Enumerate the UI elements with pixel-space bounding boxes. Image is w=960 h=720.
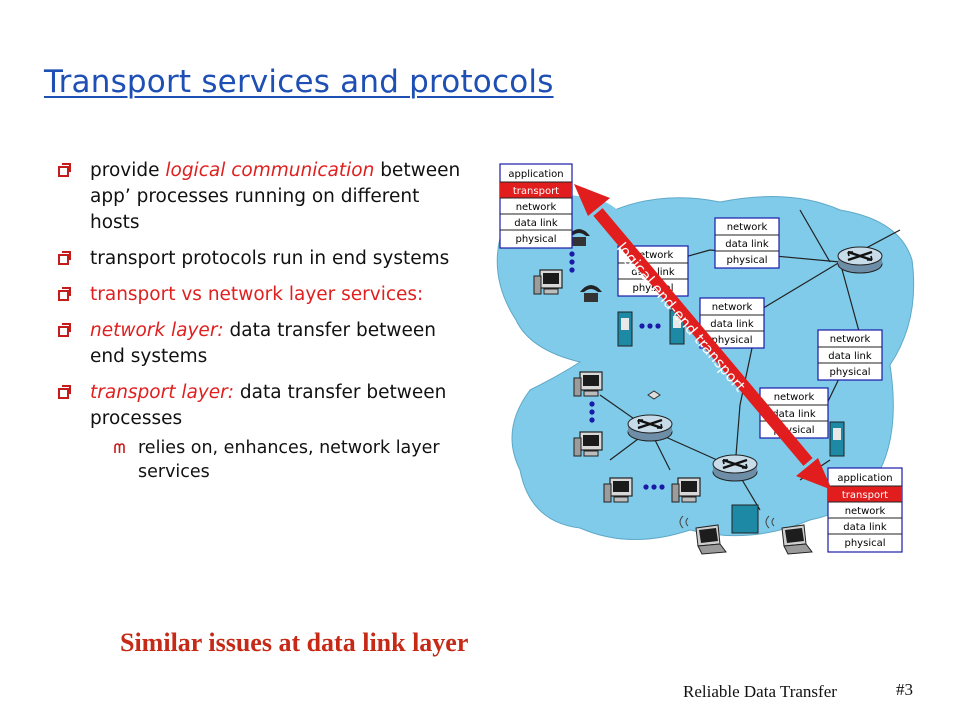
svg-text:network: network — [845, 506, 886, 517]
svg-text:network: network — [516, 202, 557, 213]
bullet-transport-vs-network: transport vs network layer services: — [50, 282, 470, 308]
svg-text:network: network — [712, 302, 753, 313]
svg-text:physical: physical — [774, 425, 815, 436]
footer-title: Reliable Data Transfer — [683, 682, 837, 701]
svg-text:data link: data link — [514, 218, 558, 229]
bullet-checkbox-icon — [58, 287, 71, 301]
host-protocol-stack: application transport network data link … — [827, 467, 903, 553]
svg-text:application: application — [837, 473, 892, 484]
bullet-checkbox-icon — [58, 385, 71, 399]
svg-text:physical: physical — [830, 367, 871, 378]
svg-text:physical: physical — [845, 538, 886, 549]
svg-text:network: network — [727, 222, 768, 233]
bullet-list: provide logical communication between ap… — [50, 158, 470, 484]
svg-text:transport: transport — [513, 186, 559, 197]
host-protocol-stack: application transport network data link … — [499, 163, 573, 249]
svg-text:network: network — [830, 334, 871, 345]
svg-text:data link: data link — [710, 319, 754, 330]
svg-text:data link: data link — [772, 409, 816, 420]
slide-title: Transport services and protocols — [44, 64, 554, 100]
server-icon — [829, 421, 845, 457]
svg-text:application: application — [508, 169, 563, 180]
server-icon — [617, 311, 633, 347]
sub-bullet-relies-on: relies on, enhances, network layer servi… — [50, 436, 470, 484]
svg-text:transport: transport — [842, 490, 888, 501]
sub-bullet-icon — [114, 443, 125, 453]
svg-text:physical: physical — [516, 234, 557, 245]
bullet-logical-communication: provide logical communication between ap… — [50, 158, 470, 236]
svg-text:data link: data link — [828, 351, 872, 362]
svg-text:physical: physical — [633, 283, 674, 294]
router-icon — [711, 453, 759, 483]
svg-text:data link: data link — [725, 239, 769, 250]
network-diagram: network data link physical network data … — [496, 163, 915, 555]
svg-text:network: network — [774, 392, 815, 403]
bullet-end-systems: transport protocols run in end systems — [50, 246, 470, 272]
page-number: #3 — [896, 680, 913, 699]
bullet-checkbox-icon — [58, 323, 71, 337]
bullet-transport-layer: transport layer: data transfer between p… — [50, 380, 470, 432]
router-icon — [626, 413, 674, 443]
router-icon — [836, 245, 884, 275]
svg-text:physical: physical — [727, 255, 768, 266]
emphasis-text: logical communication — [165, 160, 375, 181]
bullet-network-layer: network layer: data transfer between end… — [50, 318, 470, 370]
svg-text:data link: data link — [843, 522, 887, 533]
router-stack: network data link physical — [714, 217, 780, 269]
bullet-checkbox-icon — [58, 251, 71, 265]
svg-text:network: network — [633, 250, 674, 261]
router-stack: network data link physical — [817, 329, 883, 381]
highlight-text: Similar issues at data link layer — [120, 628, 469, 657]
bullet-checkbox-icon — [58, 163, 71, 177]
svg-text:physical: physical — [712, 335, 753, 346]
base-station-icon — [731, 504, 759, 534]
